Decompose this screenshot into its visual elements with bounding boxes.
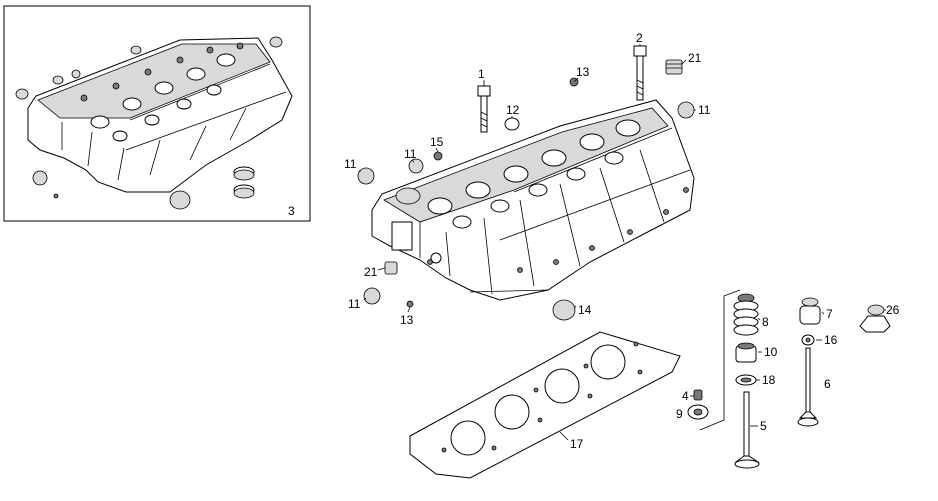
callout-1: 1 — [478, 67, 485, 81]
inset-head-bolts — [80, 42, 244, 102]
seal-26 — [859, 304, 891, 333]
side-boss — [391, 221, 413, 251]
inset-plug — [15, 88, 29, 100]
cylinder-head — [371, 99, 695, 301]
callout-12: 12 — [506, 103, 520, 117]
callout-11-left: 11 — [344, 157, 357, 171]
callout-11-bottom: 11 — [348, 297, 361, 311]
retainer-9 — [687, 404, 709, 420]
valve-bores — [427, 119, 641, 229]
callout-6: 6 — [824, 377, 831, 391]
callout-16: 16 — [824, 333, 838, 347]
plug-11-bottom — [363, 287, 381, 305]
leader-lines — [359, 44, 886, 441]
inset-valve-bores — [90, 53, 236, 142]
callout-15: 15 — [430, 135, 444, 149]
plug-11-left — [357, 167, 375, 185]
bolt-1 — [477, 85, 491, 133]
inset-plug — [32, 170, 48, 186]
seal-16 — [801, 334, 815, 346]
callout-10: 10 — [764, 345, 778, 359]
nut-13-bottom — [406, 300, 414, 308]
head-gasket — [409, 331, 681, 479]
plug-port — [430, 252, 442, 264]
callout-18: 18 — [762, 373, 776, 387]
callout-4: 4 — [682, 389, 689, 403]
callout-17: 17 — [570, 437, 584, 451]
plug-21-side — [384, 261, 398, 275]
callout-14: 14 — [578, 303, 592, 317]
inset-seals — [233, 166, 255, 199]
inset-head-top — [37, 43, 271, 119]
valve-guide-7 — [799, 297, 821, 325]
callout-9: 9 — [676, 407, 683, 421]
callout-11-right: 11 — [698, 103, 711, 117]
callout-labels: 1 2 21 13 12 11 15 11 11 21 11 13 14 17 … — [344, 31, 900, 451]
washer-18 — [735, 374, 757, 386]
callout-5: 5 — [760, 419, 767, 433]
valve-5 — [734, 391, 760, 469]
callout-7: 7 — [826, 307, 833, 321]
bracket-line — [699, 289, 741, 431]
valve-6 — [797, 347, 819, 427]
plug-14 — [552, 299, 576, 321]
inset-assembled-view: 3 — [3, 5, 311, 222]
callout-21-top: 21 — [688, 51, 702, 65]
inset-plug — [71, 69, 81, 79]
callout-13-bottom: 13 — [400, 313, 414, 327]
plug-11-mid — [408, 158, 424, 174]
inset-plug — [52, 75, 64, 85]
callout-11-mid: 11 — [404, 147, 417, 161]
callout-2: 2 — [636, 31, 643, 45]
callout-3: 3 — [288, 204, 295, 218]
inset-plug — [130, 45, 142, 55]
callout-26: 26 — [886, 303, 900, 317]
bolt-2 — [633, 45, 647, 101]
callout-8: 8 — [762, 315, 769, 329]
inset-nut — [53, 193, 59, 199]
inset-plug — [169, 190, 191, 210]
keeper-4 — [693, 389, 703, 401]
inset-plug — [269, 36, 283, 48]
plug-21-top — [665, 59, 683, 75]
valve-spring-8 — [733, 293, 759, 336]
thermostat-port — [395, 187, 421, 205]
plug-11-right — [677, 101, 695, 119]
valve-seal-10 — [735, 342, 757, 363]
plug-12 — [504, 117, 520, 131]
callout-13-top: 13 — [576, 65, 590, 79]
callout-21-side: 21 — [364, 265, 378, 279]
nut-15 — [433, 151, 443, 161]
